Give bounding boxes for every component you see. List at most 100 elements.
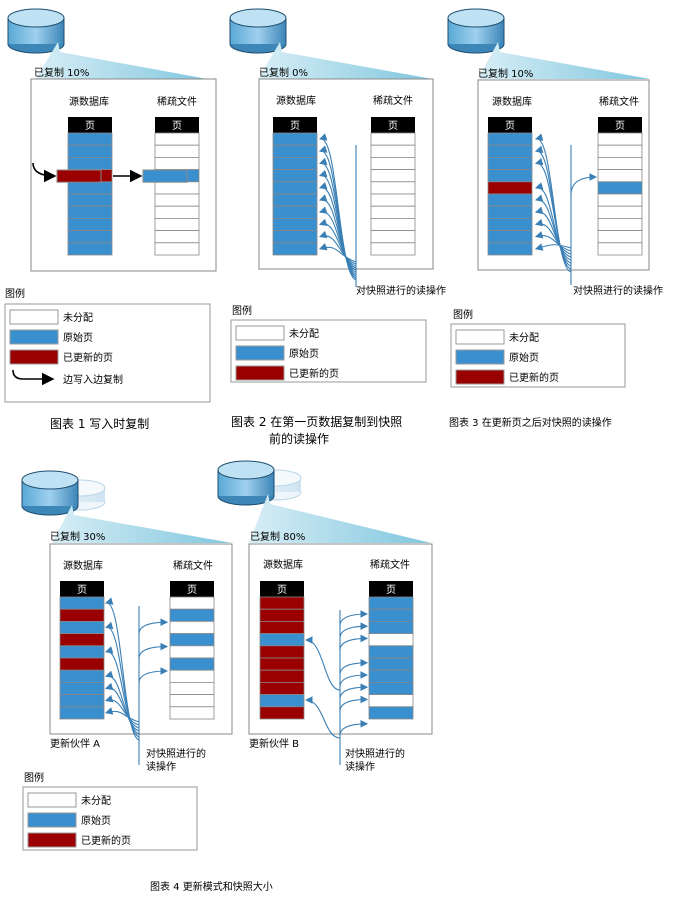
read-arrow (534, 145, 572, 270)
page-header (155, 117, 199, 133)
sparse-file-label: 稀疏文件 (370, 558, 410, 571)
page-block (59, 706, 105, 720)
sparse-column: 页 (169, 581, 215, 720)
page-block (368, 645, 414, 659)
page-block (259, 706, 305, 720)
page-block (169, 657, 215, 671)
page-block (169, 669, 215, 683)
legend-label-updated: 已更新的页 (289, 367, 339, 380)
legend-swatch-updated (27, 832, 77, 848)
read-arrow (104, 597, 140, 741)
database-icon (229, 8, 287, 54)
page-block (154, 242, 200, 256)
page-block (67, 144, 113, 158)
copied-percent: 已复制 0% (259, 66, 308, 79)
page-block (59, 645, 105, 659)
source-column: 页 (487, 117, 533, 256)
page-block (597, 181, 643, 195)
page-block (487, 181, 533, 195)
page-block (259, 657, 305, 671)
legend-label-original: 原始页 (63, 331, 93, 344)
figure-caption: 图表 4 更新模式和快照大小 (150, 880, 273, 893)
page-block (67, 205, 113, 219)
page-block (169, 645, 215, 659)
legend-swatch-original (9, 329, 59, 345)
sparse-file-label: 稀疏文件 (599, 95, 639, 108)
page-block (259, 596, 305, 610)
page-block (169, 694, 215, 708)
copied-percent: 已复制 10% (478, 67, 533, 80)
page-block (370, 169, 416, 183)
page-header (488, 117, 532, 133)
page-block (370, 132, 416, 146)
page-block (59, 608, 105, 622)
page-block (259, 669, 305, 683)
read-arrow (104, 646, 140, 735)
legend-swatch-unallocated (9, 309, 59, 325)
page-block (59, 657, 105, 671)
page-block (368, 682, 414, 696)
read-arrow (318, 194, 357, 271)
page-block (67, 242, 113, 256)
page-block (272, 230, 318, 244)
legend-label-unallocated: 未分配 (81, 795, 111, 807)
page-header (273, 117, 317, 133)
read-arrow (534, 194, 572, 261)
page-block (597, 169, 643, 183)
page-block (368, 706, 414, 720)
figure-caption-line2: 前的读操作 (269, 431, 329, 446)
sparse-file-label: 稀疏文件 (373, 94, 413, 107)
source-column: 页 (59, 581, 105, 720)
page-block (597, 242, 643, 256)
source-db-label: 源数据库 (63, 559, 103, 572)
page-header (369, 581, 413, 597)
read-arrow (534, 133, 572, 273)
figure-caption: 图表 1 写入时复制 (50, 417, 149, 431)
copy-beam (35, 42, 213, 80)
read-arrow (304, 696, 341, 739)
page-header-label: 页 (172, 120, 182, 132)
legend-title: 图例 (453, 308, 473, 321)
snapshot-read-label: 对快照进行的 (146, 747, 206, 760)
page-header (68, 117, 112, 133)
page-block (272, 181, 318, 195)
sparse-file-label: 稀疏文件 (173, 559, 213, 572)
page-block (169, 596, 215, 610)
read-arrow (318, 218, 357, 267)
legend-swatch-original (455, 349, 505, 365)
source-db-label: 源数据库 (492, 95, 532, 108)
copied-percent: 已复制 80% (250, 530, 305, 543)
read-arrow (534, 243, 572, 251)
page-header-label: 页 (277, 584, 287, 596)
legend-label-original: 原始页 (289, 347, 319, 360)
read-arrow (318, 243, 357, 263)
page-block (154, 132, 200, 146)
page-block (370, 156, 416, 170)
source-column: 页 (67, 117, 113, 256)
source-db-label: 源数据库 (276, 94, 316, 107)
page-block (154, 144, 200, 158)
page-block (169, 621, 215, 635)
legend-label-updated: 已更新的页 (81, 834, 131, 847)
legend-title: 图例 (24, 771, 44, 784)
page-block (259, 608, 305, 622)
read-arrow (534, 231, 572, 252)
copy-beam (258, 42, 433, 79)
page-block (59, 596, 105, 610)
database-icon (7, 8, 65, 54)
update-partner-label: 更新伙伴 A (50, 737, 100, 750)
source-column: 页 (272, 117, 318, 256)
page-block (272, 156, 318, 170)
page-block (597, 144, 643, 158)
page-block (597, 205, 643, 219)
read-arrow (318, 157, 357, 277)
page-header (371, 117, 415, 133)
page-header-label: 页 (187, 584, 197, 596)
snapshot-read-label: 对快照进行的 (345, 747, 405, 760)
page-block (259, 645, 305, 659)
page-header-label: 页 (85, 120, 95, 132)
sparse-file-label: 稀疏文件 (157, 95, 197, 108)
read-arrow (104, 621, 140, 738)
